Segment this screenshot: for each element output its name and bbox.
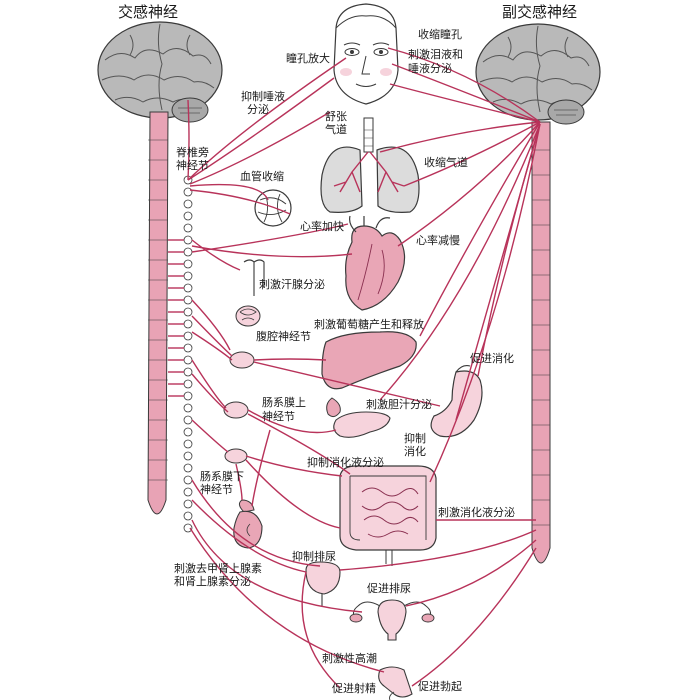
parasympathetic-header: 副交感神经 <box>502 3 578 21</box>
label-promote-urination: 促进排尿 <box>367 582 411 595</box>
label-stimulate-digestive-secretion: 刺激消化液分泌 <box>438 506 515 519</box>
label-mesenteric-inf-line1: 肠系膜下 <box>200 470 244 483</box>
left-brain <box>97 21 223 123</box>
label-mesenteric-inf-line2: 神经节 <box>200 483 233 496</box>
label-heart-accelerate: 心率加快 <box>300 220 344 233</box>
label-constrict-airway: 收缩气道 <box>424 156 468 169</box>
label-mesenteric-sup-line1: 肠系膜上 <box>262 396 306 409</box>
label-tear-saliva-line1: 刺激泪液和 <box>408 48 463 61</box>
right-spinal-cord <box>531 121 551 564</box>
label-inhibit-urination: 抑制排尿 <box>292 550 336 563</box>
uterus-illustration <box>349 599 435 641</box>
label-paravertebral-line2: 神经节 <box>176 159 209 172</box>
label-adrenal-line2: 和肾上腺素分泌 <box>174 575 251 588</box>
blood-vessel-illustration <box>254 189 292 227</box>
label-bile: 刺激胆汁分泌 <box>366 398 432 411</box>
label-sweat: 刺激汗腺分泌 <box>259 278 325 291</box>
heart-illustration <box>345 215 406 311</box>
label-inhibit-digestion-line2: 消化 <box>404 445 426 458</box>
label-celiac-ganglion: 腹腔神经节 <box>256 330 311 343</box>
label-glucose: 刺激葡萄糖产生和释放 <box>314 318 424 331</box>
label-inhibit-saliva-line1: 抑制唾液 <box>241 90 285 103</box>
label-inhibit-digestion-line1: 抑制 <box>404 432 426 445</box>
label-tear-saliva-line2: 唾液分泌 <box>408 62 452 75</box>
prevertebral-ganglia <box>223 351 255 464</box>
label-inhibit-saliva-line2: 分泌 <box>247 103 269 116</box>
label-orgasm: 刺激性高潮 <box>322 652 377 665</box>
parasympathetic-nerves <box>301 47 541 689</box>
left-spinal-cord <box>147 111 193 533</box>
sweat-gland-illustration <box>235 259 265 327</box>
right-brain <box>475 23 601 125</box>
male-genitals-illustration <box>378 666 413 700</box>
gallbladder-pancreas-illustration <box>326 397 391 438</box>
label-mesenteric-sup-line2: 神经节 <box>262 410 295 423</box>
label-vasoconstrict: 血管收缩 <box>240 170 284 183</box>
label-erection: 促进勃起 <box>418 680 462 693</box>
label-promote-digestion: 促进消化 <box>470 352 514 365</box>
label-pupil-dilate: 瞳孔放大 <box>286 52 330 65</box>
liver-illustration <box>321 331 417 390</box>
bladder-illustration <box>305 561 341 606</box>
label-dilate-airway-line2: 气道 <box>325 123 347 136</box>
stomach-illustration <box>430 365 483 438</box>
face-illustration <box>333 3 399 105</box>
sympathetic-nerves <box>187 57 441 673</box>
label-paravertebral-line1: 脊椎旁 <box>176 146 209 159</box>
intestines-illustration <box>339 465 437 566</box>
sympathetic-header: 交感神经 <box>118 3 179 21</box>
kidney-adrenal-illustration <box>233 499 263 549</box>
label-pupil-constrict: 收缩瞳孔 <box>418 28 462 41</box>
label-adrenal-line1: 刺激去甲肾上腺素 <box>174 562 262 575</box>
lungs-illustration <box>320 117 420 213</box>
label-dilate-airway-line1: 舒张 <box>325 110 347 123</box>
label-heart-slow: 心率减慢 <box>416 234 460 247</box>
label-inhibit-digestive-secretion: 抑制消化液分泌 <box>307 456 384 469</box>
label-ejaculation: 促进射精 <box>332 682 376 695</box>
